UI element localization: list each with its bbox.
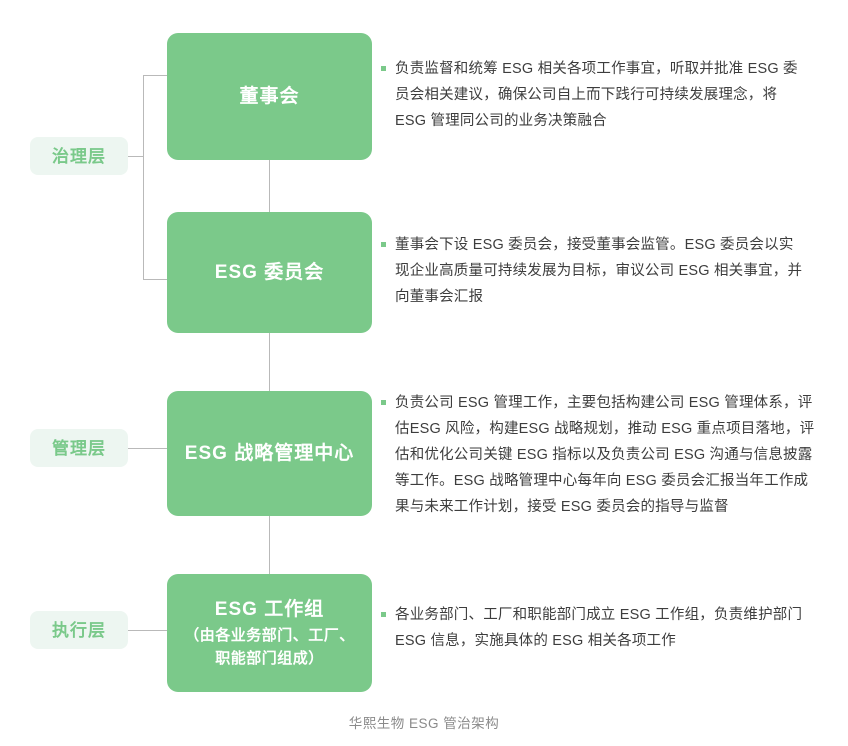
- link-board-to-committee: [269, 160, 270, 212]
- description-esg-committee-text: 董事会下设 ESG 委员会，接受董事会监管。ESG 委员会以实现企业高质量可持续…: [395, 237, 803, 305]
- bullet-icon: [381, 612, 386, 617]
- description-esg-working-group-text: 各业务部门、工厂和职能部门成立 ESG 工作组，负责维护部门 ESG 信息，实施…: [395, 607, 803, 649]
- governance-bracket-top-arm: [143, 75, 168, 76]
- management-pill-connector: [118, 448, 168, 449]
- node-title-board: 董事会: [239, 85, 300, 107]
- description-esg-working-group: 各业务部门、工厂和职能部门成立 ESG 工作组，负责维护部门 ESG 信息，实施…: [381, 602, 821, 654]
- node-box-esg-working-group[interactable]: ESG 工作组 （由各业务部门、工厂、职能部门组成）: [167, 574, 372, 692]
- bullet-icon: [381, 400, 386, 405]
- description-esg-committee: 董事会下设 ESG 委员会，接受董事会监管。ESG 委员会以实现企业高质量可持续…: [381, 232, 808, 310]
- layer-pill-governance: 治理层: [30, 137, 128, 175]
- node-title-esg-strategy-center: ESG 战略管理中心: [184, 442, 355, 464]
- node-box-esg-committee[interactable]: ESG 委员会: [167, 212, 372, 333]
- node-title-esg-working-group: ESG 工作组: [214, 598, 325, 620]
- bullet-icon: [381, 242, 386, 247]
- governance-bracket-spine: [143, 75, 144, 280]
- node-subtitle-esg-working-group: （由各业务部门、工厂、职能部门组成）: [184, 627, 355, 667]
- governance-pill-connector: [118, 156, 144, 157]
- layer-pill-execution: 执行层: [30, 611, 128, 649]
- layer-pill-governance-label: 治理层: [52, 146, 106, 166]
- link-strategy-to-workgroup: [269, 516, 270, 574]
- layer-pill-management-label: 管理层: [52, 438, 106, 458]
- layer-pill-execution-label: 执行层: [52, 620, 106, 640]
- link-committee-to-strategy: [269, 333, 270, 391]
- layer-pill-management: 管理层: [30, 429, 128, 467]
- description-esg-strategy-center-text: 负责公司 ESG 管理工作，主要包括构建公司 ESG 管理体系，评估ESG 风险…: [395, 395, 815, 515]
- description-board-text: 负责监督和统筹 ESG 相关各项工作事宜，听取并批准 ESG 委员会相关建议，确…: [395, 61, 798, 129]
- diagram-caption: 华熙生物 ESG 管治架构: [348, 716, 500, 731]
- governance-bracket-bottom-arm: [143, 279, 168, 280]
- node-box-esg-strategy-center[interactable]: ESG 战略管理中心: [167, 391, 372, 516]
- description-esg-strategy-center: 负责公司 ESG 管理工作，主要包括构建公司 ESG 管理体系，评估ESG 风险…: [381, 390, 821, 520]
- node-box-board[interactable]: 董事会: [167, 33, 372, 160]
- bullet-icon: [381, 66, 386, 71]
- execution-pill-connector: [118, 630, 168, 631]
- description-board: 负责监督和统筹 ESG 相关各项工作事宜，听取并批准 ESG 委员会相关建议，确…: [381, 56, 808, 134]
- node-title-esg-committee: ESG 委员会: [214, 261, 325, 283]
